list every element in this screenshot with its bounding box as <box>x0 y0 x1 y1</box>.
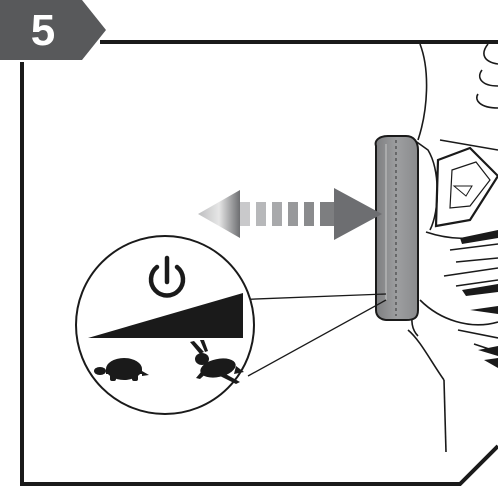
frame <box>20 40 498 486</box>
step-badge-shape <box>0 0 106 60</box>
device-body <box>407 43 498 453</box>
double-arrow-icon <box>198 188 382 240</box>
speed-ramp <box>88 293 243 338</box>
speed-switch <box>374 135 419 321</box>
power-icon <box>148 255 186 298</box>
device-dark-accents <box>460 230 498 368</box>
step-number: 5 <box>30 6 56 55</box>
turtle-icon <box>94 358 149 381</box>
rabbit-icon <box>190 340 244 384</box>
step-badge: 5 <box>0 0 106 62</box>
